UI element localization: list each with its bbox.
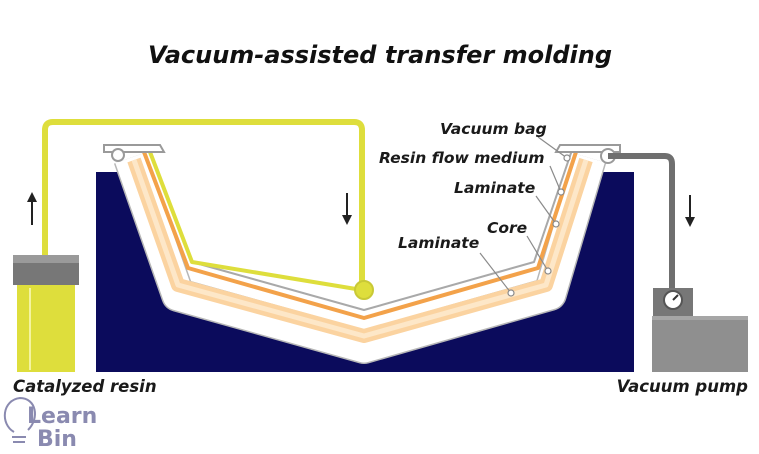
label-vacuum-pump: Vacuum pump — [617, 377, 749, 396]
resin-flow-medium — [142, 151, 578, 320]
lightbulb-icon — [4, 396, 36, 443]
down-arrow-icon — [342, 193, 352, 225]
left-seal-fitting — [103, 144, 166, 162]
resin-distribution-line — [148, 151, 363, 292]
diagram-title: Vacuum-assisted transfer molding — [148, 41, 612, 69]
up-arrow-icon — [27, 192, 37, 225]
label-core: Core — [487, 219, 527, 237]
label-catalyzed-resin: Catalyzed resin — [13, 377, 157, 396]
gauge-icon — [663, 290, 683, 310]
resin-feed-line — [42, 119, 365, 288]
vacuum-hose — [608, 153, 675, 290]
label-laminate-upper: Laminate — [454, 179, 535, 197]
callout-dots — [507, 154, 571, 297]
catalyzed-resin-container — [13, 255, 79, 372]
resin-inlet-port — [354, 280, 374, 300]
logo-line1: Learn — [27, 404, 97, 429]
callout-lines — [479, 136, 568, 294]
label-resin-flow-medium: Resin flow medium — [379, 149, 544, 167]
down-arrow-icon — [685, 195, 695, 227]
label-laminate-lower: Laminate — [398, 234, 479, 252]
label-vacuum-bag: Vacuum bag — [440, 120, 547, 138]
logo: Learn Bin — [4, 396, 97, 452]
core-layer — [131, 159, 589, 339]
logo-line2: Bin — [37, 427, 77, 452]
